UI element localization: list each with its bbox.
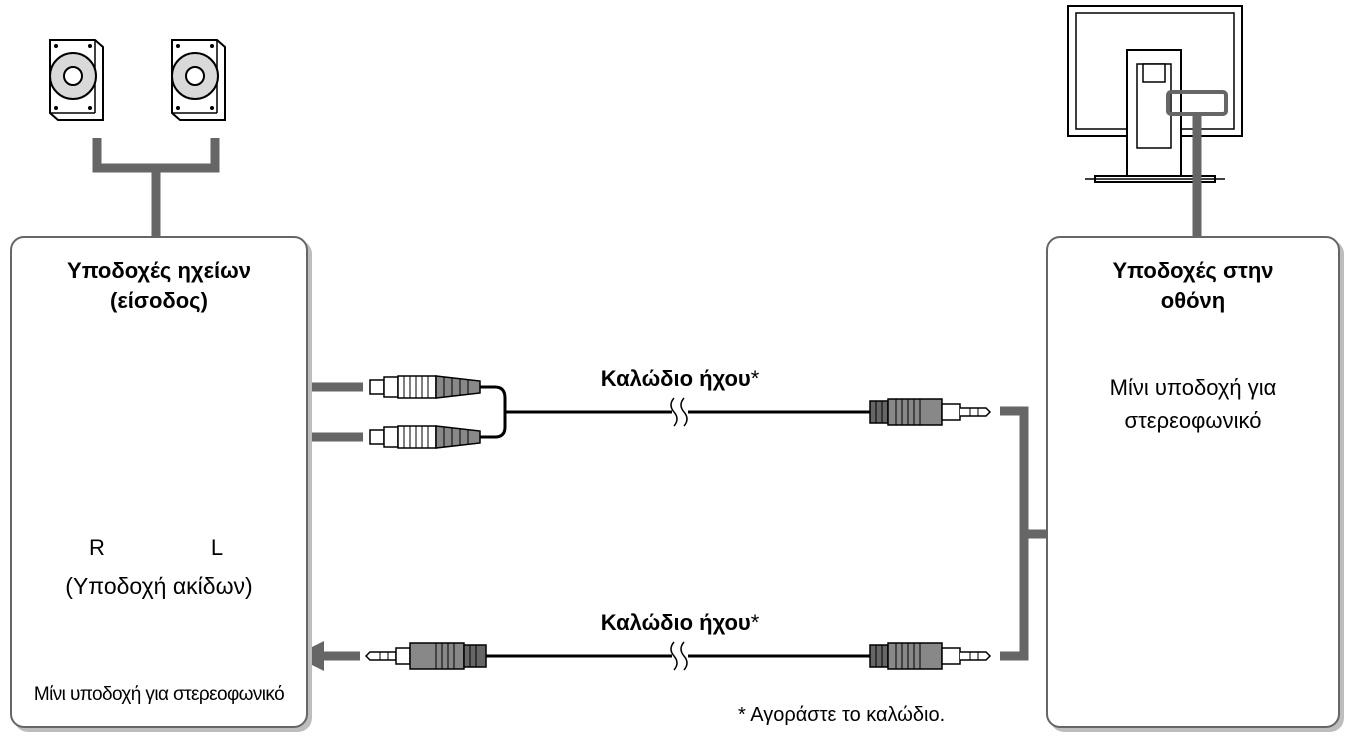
bottom-cable-break-icon [670, 641, 688, 671]
arrow-to-left-mini [294, 641, 324, 671]
top-cable-asterisk: * [750, 366, 760, 391]
monitor-panel-title-2: οθόνη [1160, 288, 1226, 313]
right-speaker-icon [171, 39, 226, 121]
rca-plug-r [369, 375, 481, 399]
left-mini-jack-label: Μίνι υποδοχή για στερεοφωνικό [33, 684, 285, 705]
speaker-panel-title-2: (είσοδος) [110, 288, 208, 313]
bottom-cable-label: Καλώδιο ήχου [600, 610, 751, 635]
monitor-outputs-panel [1046, 236, 1340, 728]
rca-plug-l [369, 425, 481, 449]
speaker-panel-title-1: Υποδοχές ηχείων [67, 258, 251, 283]
top-cable-break-icon [670, 397, 688, 427]
jack-l-label: L [210, 535, 224, 560]
bottom-cable-label-group: Καλώδιο ήχου* [560, 610, 800, 636]
right-jack-label-2: στερεοφωνικό [1124, 408, 1262, 433]
right-jack-label-1: Μίνι υποδοχή για [1109, 375, 1277, 400]
jack-r-label: R [89, 535, 105, 560]
monitor-panel-title-1: Υποδοχές στην [1112, 258, 1274, 283]
pin-jack-label: (Υποδοχή ακίδων) [65, 573, 253, 599]
bottom-left-mini-plug [364, 642, 487, 670]
top-cable-wire [480, 385, 870, 439]
footnote: * Αγοράστε το καλώδιο. [738, 704, 946, 726]
bottom-right-mini-plug [869, 642, 992, 670]
speaker-link-line [92, 138, 220, 236]
top-mini-plug [869, 398, 992, 426]
top-cable-label-group: Καλώδιο ήχου* [560, 366, 800, 392]
left-speaker-icon [49, 39, 104, 121]
top-cable-label: Καλώδιο ήχου [600, 366, 751, 391]
bottom-cable-asterisk: * [750, 610, 760, 635]
monitor-icon [1067, 5, 1243, 183]
speaker-inputs-panel [10, 236, 308, 728]
